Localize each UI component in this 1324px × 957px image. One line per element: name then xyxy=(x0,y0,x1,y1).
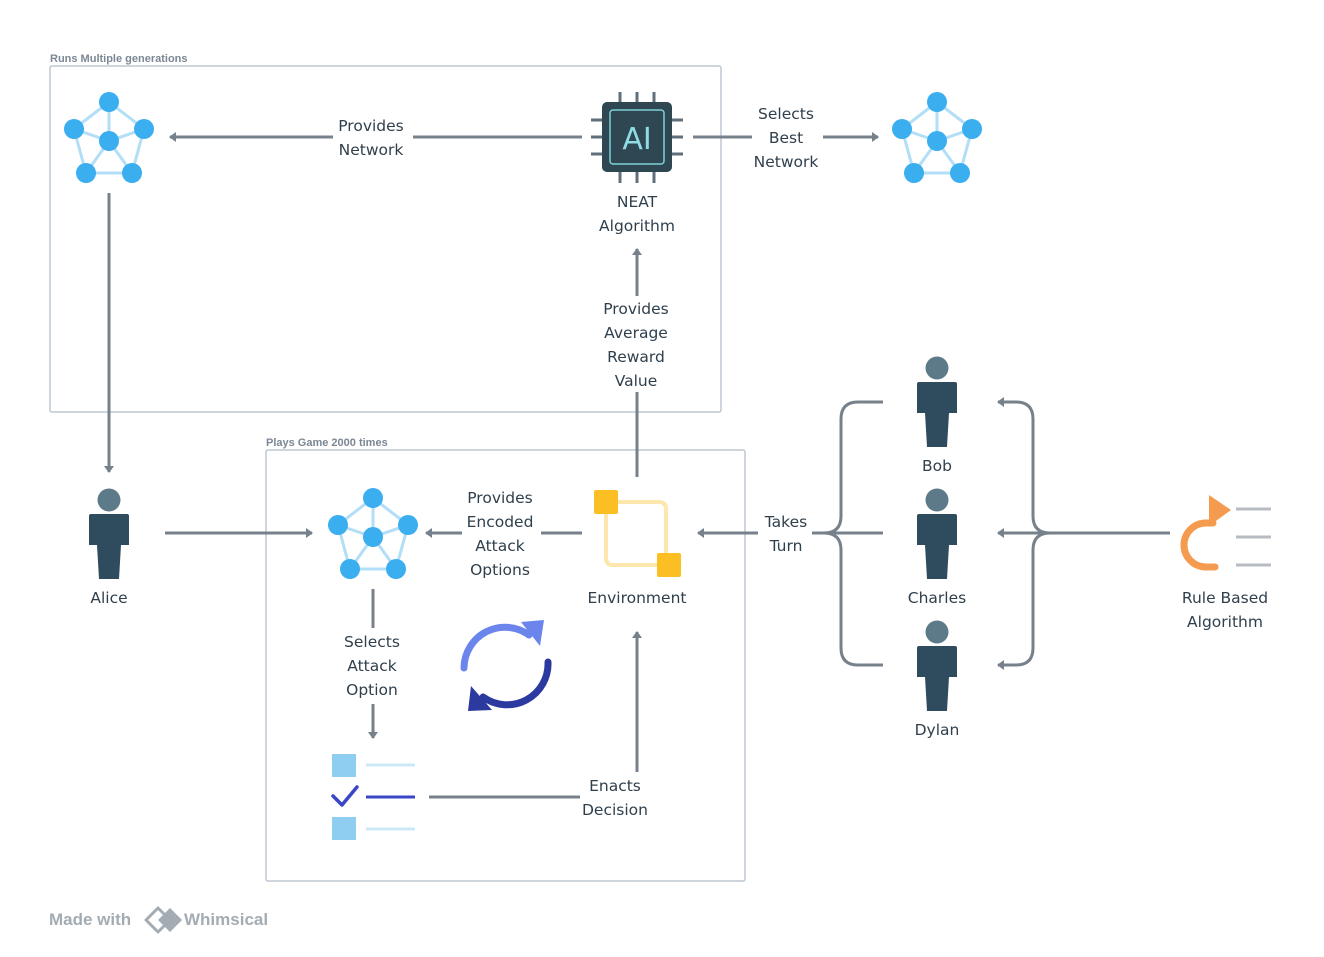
network-game-node[interactable] xyxy=(326,486,420,581)
watermark-brand: Whimsical xyxy=(184,910,268,929)
alice-node[interactable]: Alice xyxy=(89,488,129,608)
chip-text: AI xyxy=(622,122,651,157)
checklist-icon xyxy=(331,754,415,840)
edge-label-line: Enacts xyxy=(589,777,641,795)
edge-label-enacts-decision: Enacts Decision xyxy=(582,777,648,819)
dylan-node[interactable]: Dylan xyxy=(915,620,960,740)
dylan-label: Dylan xyxy=(915,721,960,739)
edge-label-line: Attack xyxy=(347,657,397,675)
group-plays-game: Plays Game 2000 times xyxy=(265,437,746,882)
person-icon xyxy=(917,620,957,711)
bob-label: Bob xyxy=(922,457,952,475)
neat-algorithm-node[interactable]: AI NEAT Algorithm xyxy=(591,92,683,235)
edge-label-line: Provides xyxy=(338,117,404,135)
person-icon xyxy=(917,356,957,447)
edge-label-line: Selects xyxy=(344,633,400,651)
environment-flow-icon xyxy=(594,490,681,577)
group-title-generations: Runs Multiple generations xyxy=(50,53,188,65)
rule-based-algorithm-node[interactable]: Rule Based Algorithm xyxy=(1180,495,1271,631)
neural-network-icon xyxy=(890,90,984,185)
edge-label-line: Decision xyxy=(582,801,648,819)
watermark-made-with: Made with xyxy=(49,910,131,929)
edge-label-line: Reward xyxy=(607,348,665,366)
edge-label-takes-turn: Takes Turn xyxy=(764,513,807,555)
charles-label: Charles xyxy=(908,589,966,607)
rule-based-label-line-1: Rule Based xyxy=(1182,589,1268,607)
edge-label-line: Value xyxy=(615,372,658,390)
neat-label-line-1: NEAT xyxy=(617,193,658,211)
whimsical-logo-icon xyxy=(144,906,182,934)
edge-label-selects-attack-option: Selects Attack Option xyxy=(344,633,400,699)
edge-label-line: Options xyxy=(470,561,530,579)
rule-based-label-line-2: Algorithm xyxy=(1187,613,1263,631)
network-best-node[interactable] xyxy=(890,90,984,185)
person-icon xyxy=(89,488,129,579)
person-icon xyxy=(917,488,957,579)
edge-label-line: Encoded xyxy=(467,513,534,531)
environment-label: Environment xyxy=(588,589,687,607)
edge-label-line: Provides xyxy=(467,489,533,507)
edge-label-line: Selects xyxy=(758,105,814,123)
environment-node[interactable]: Environment xyxy=(588,490,687,607)
ai-chip-icon: AI xyxy=(591,92,683,183)
charles-node[interactable]: Charles xyxy=(908,488,966,608)
edge-label-line: Option xyxy=(346,681,398,699)
network-generation-node[interactable] xyxy=(62,90,156,185)
edge-label-line: Average xyxy=(604,324,668,342)
edge-rule-to-bob xyxy=(997,397,1051,535)
group-title-games: Plays Game 2000 times xyxy=(266,437,388,449)
rule-based-icon xyxy=(1180,495,1271,571)
edge-label-provides-network: Provides Network xyxy=(338,117,404,159)
edge-label-line: Best xyxy=(769,129,803,147)
edge-label-line: Attack xyxy=(475,537,525,555)
edge-label-line: Network xyxy=(339,141,404,159)
alice-label: Alice xyxy=(90,589,127,607)
edge-label-line: Takes xyxy=(764,513,807,531)
edge-label-line: Provides xyxy=(603,300,669,318)
edge-label-provides-average-reward: Provides Average Reward Value xyxy=(603,300,669,390)
edge-label-line: Network xyxy=(754,153,819,171)
attack-options-list-node[interactable] xyxy=(331,754,415,840)
group-runs-multiple-generations: Runs Multiple generations xyxy=(49,53,722,413)
made-with-whimsical-watermark[interactable]: Made with Whimsical xyxy=(49,906,268,934)
edge-label-line: Turn xyxy=(769,537,803,555)
edge-rule-to-dylan xyxy=(997,531,1051,670)
neural-network-icon xyxy=(62,90,156,185)
edges xyxy=(104,132,1170,799)
edge-label-provides-encoded-attack: Provides Encoded Attack Options xyxy=(467,489,534,579)
neural-network-icon xyxy=(326,486,420,581)
left-bracket xyxy=(823,400,883,667)
edge-label-selects-best-network: Selects Best Network xyxy=(754,105,819,171)
bob-node[interactable]: Bob xyxy=(917,356,957,476)
neat-label-line-2: Algorithm xyxy=(599,217,675,235)
refresh-cycle-icon xyxy=(460,620,552,711)
